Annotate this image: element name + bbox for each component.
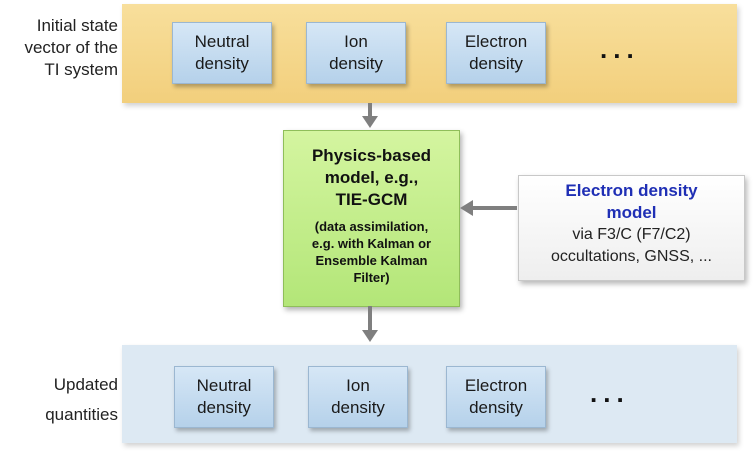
electron-density-model-title: Electron density model — [565, 181, 698, 222]
electron-density-model-subtitle: via F3/C (F7/C2) occultations, GNSS, ... — [551, 226, 712, 265]
initial-state-label: Initial state vector of the TI system — [24, 16, 118, 79]
physics-model-subtitle: (data assimilation, e.g. with Kalman or … — [311, 219, 432, 285]
updated-ion-density-cell: Ion density — [308, 366, 408, 428]
arrow-edm-to-model — [460, 200, 517, 216]
arrow-state-to-model — [362, 103, 378, 128]
updated-neutral-density-cell: Neutral density — [174, 366, 274, 428]
initial-neutral-density-cell: Neutral density — [172, 22, 272, 84]
physics-model-box: Physics-based model, e.g., TIE-GCM (data… — [283, 130, 460, 307]
updated-quantities-label: Updated quantities — [45, 375, 118, 424]
arrow-model-to-updated — [362, 306, 378, 342]
physics-model-title: Physics-based model, e.g., TIE-GCM — [311, 146, 432, 209]
electron-density-model-box: Electron density model via F3/C (F7/C2) … — [518, 175, 745, 281]
updated-electron-density-cell: Electron density — [446, 366, 546, 428]
initial-electron-density-cell: Electron density — [446, 22, 546, 84]
initial-state-ellipsis: ... — [600, 34, 640, 64]
initial-ion-density-cell: Ion density — [306, 22, 406, 84]
updated-quantities-ellipsis: ... — [590, 378, 630, 408]
